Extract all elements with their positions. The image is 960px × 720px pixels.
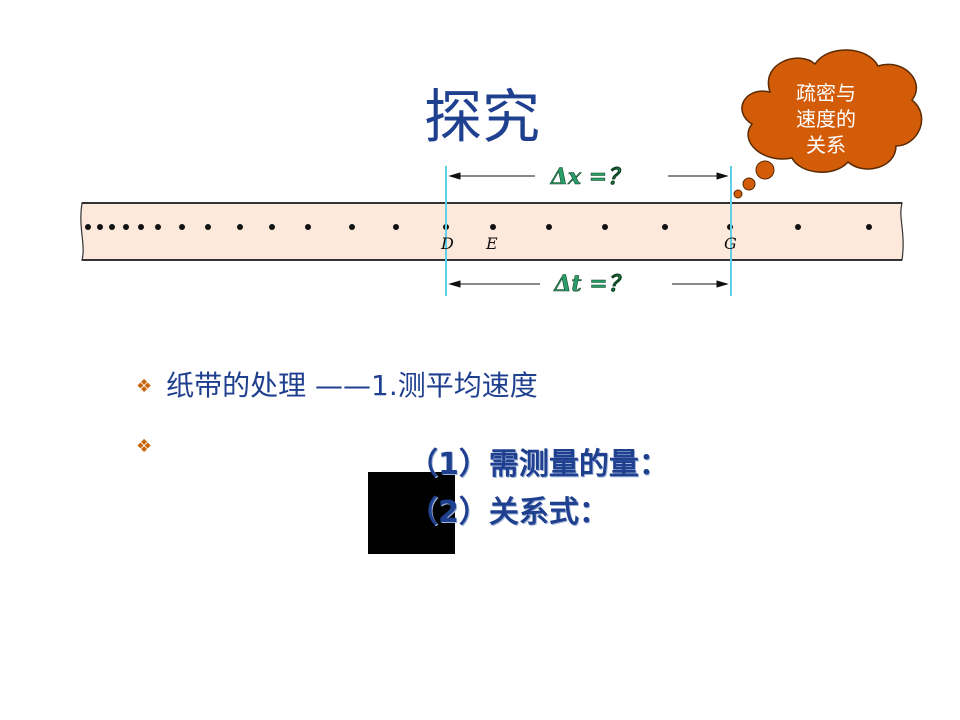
point-label-e: E <box>485 234 498 253</box>
diamond-bullet-icon: ❖ <box>136 376 153 397</box>
thought-cloud <box>733 49 923 199</box>
tape-dot <box>602 224 608 230</box>
tape-dot <box>349 224 355 230</box>
cloud-line-3: 关系 <box>806 133 846 157</box>
tape-dot <box>490 224 496 230</box>
cloud-line-2: 速度的 <box>796 107 856 131</box>
point-label-g: G <box>724 234 737 253</box>
tape-dot <box>662 224 668 230</box>
tape-dot <box>305 224 311 230</box>
delta-x-arrow <box>448 172 729 180</box>
item-measure: （1）需测量的量： <box>408 447 669 482</box>
bullet-text-1: 纸带的处理 ——1.测平均速度 <box>166 369 538 402</box>
bullet-item-1: ❖ 纸带的处理 ——1.测平均速度 <box>136 372 538 400</box>
tape-dot <box>123 224 129 230</box>
delta-x-label: Δx =？ <box>550 164 629 190</box>
tape-dot <box>866 224 872 230</box>
tape-dot <box>85 224 91 230</box>
tape-dot <box>795 224 801 230</box>
page-title: 探究 <box>424 83 541 151</box>
tape-dot <box>179 224 185 230</box>
tape-dot <box>269 224 275 230</box>
tape-dot <box>109 224 115 230</box>
tape-dot <box>97 224 103 230</box>
bullet-item-2: ❖ <box>136 432 166 460</box>
cloud-line-1: 疏密与 <box>796 81 856 105</box>
redacted-box <box>368 472 455 554</box>
tape-dot <box>205 224 211 230</box>
tape-dot <box>546 224 552 230</box>
point-label-d: D <box>440 234 454 253</box>
diamond-bullet-icon: ❖ <box>136 436 153 457</box>
item-relation: （2）关系式： <box>408 495 609 530</box>
tape-dot <box>138 224 144 230</box>
delta-t-arrow <box>448 280 729 288</box>
tape-dot <box>155 224 161 230</box>
delta-t-label: Δt =？ <box>553 271 629 297</box>
cloud-text: 疏密与 速度的 关系 <box>780 80 872 158</box>
tape-dot <box>237 224 243 230</box>
tape-dot <box>393 224 399 230</box>
